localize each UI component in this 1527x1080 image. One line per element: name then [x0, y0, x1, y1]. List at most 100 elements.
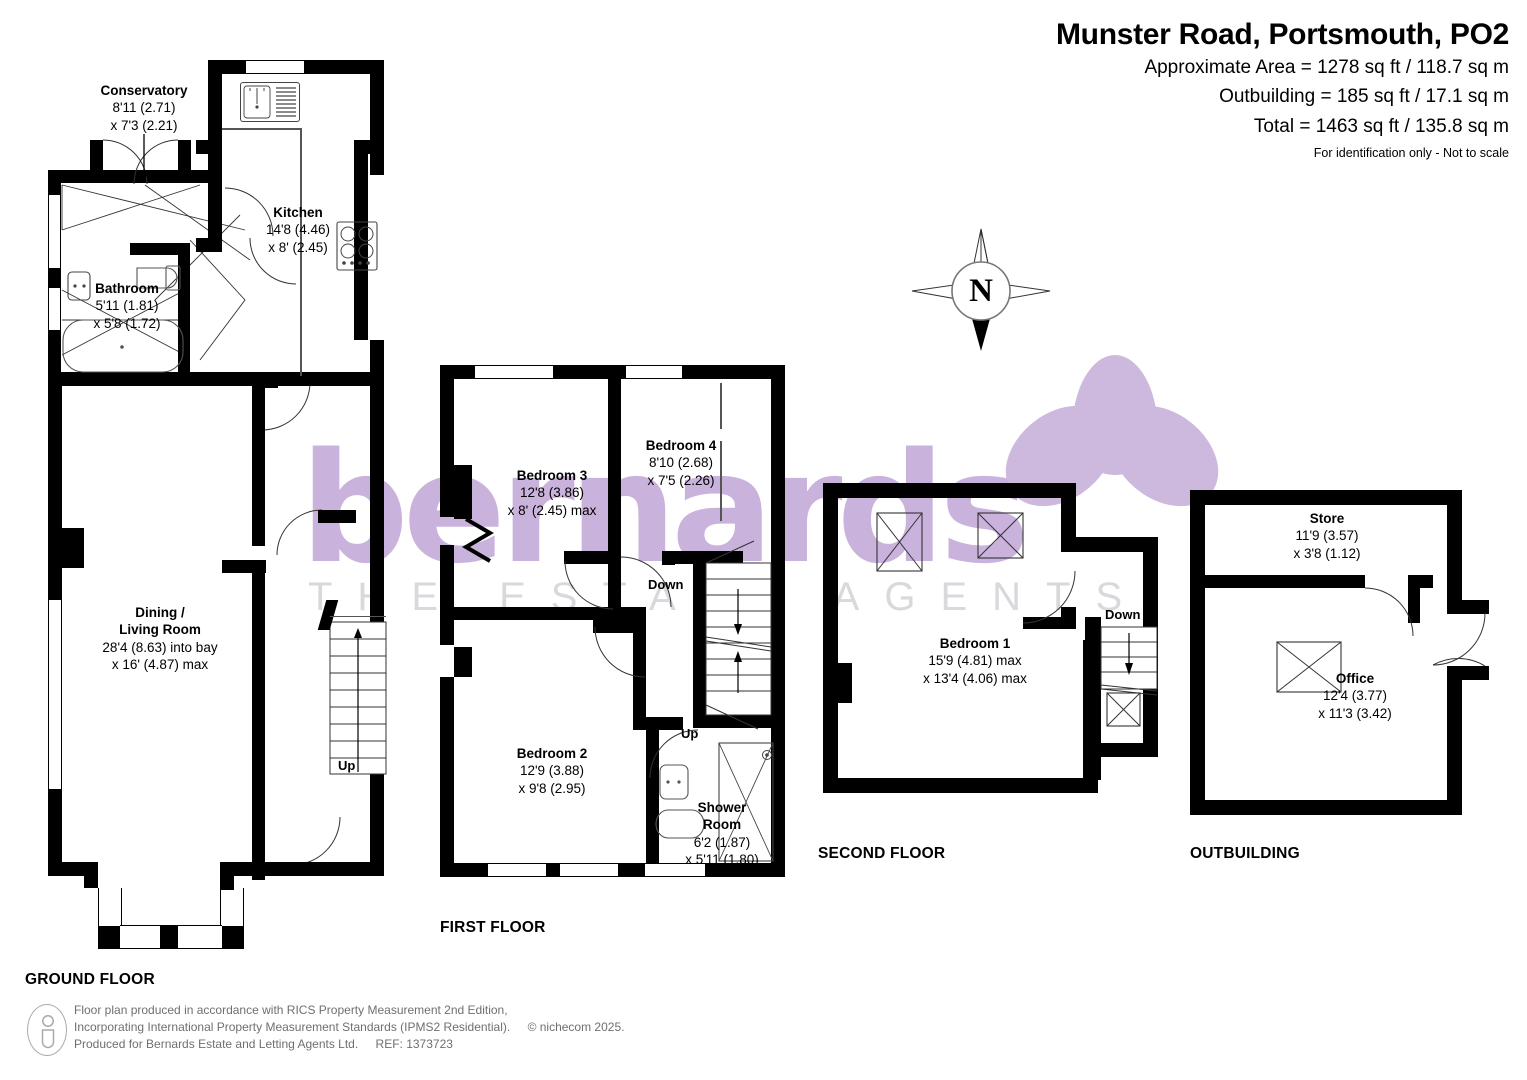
wall	[370, 340, 384, 386]
stairs-up-label: Up	[338, 758, 356, 773]
wall	[823, 778, 1098, 793]
stairs-down-label: Down	[648, 577, 684, 592]
room-dim-1: 11'9 (3.57)	[1295, 528, 1359, 544]
window	[48, 663, 62, 726]
room-name: Store	[1309, 511, 1345, 526]
wall	[318, 862, 384, 876]
wall	[454, 607, 646, 620]
wall	[130, 243, 186, 255]
window	[48, 195, 61, 231]
stairs-icon	[329, 621, 387, 775]
header: Munster Road, Portsmouth, PO2 Approximat…	[1056, 18, 1509, 160]
room-dim-1: 12'4 (3.77)	[1322, 688, 1388, 704]
window	[120, 925, 160, 949]
window	[48, 231, 61, 268]
wall	[62, 528, 84, 568]
footer-line-3-wrap: Produced for Bernards Estate and Letting…	[74, 1036, 624, 1053]
ground-floor-plan: Up Conservatory 8'11 (2.71) x 7'3 (2.21)…	[0, 0, 420, 990]
footer-line-2: Incorporating International Property Mea…	[74, 1020, 511, 1035]
wall	[48, 528, 62, 568]
wall	[1190, 490, 1205, 815]
window-line	[720, 441, 722, 521]
first-floor-plan: Down Up Bedroom 3 12'8 (3.86) x 8' (2.45…	[430, 355, 790, 915]
wall	[1475, 600, 1489, 614]
wall	[1190, 575, 1365, 588]
wall	[440, 677, 454, 877]
window	[48, 600, 62, 663]
footer: Floor plan produced in accordance with R…	[74, 1002, 624, 1053]
wall	[608, 365, 621, 555]
footer-line-3: Produced for Bernards Estate and Letting…	[74, 1037, 359, 1052]
stair-top-line	[330, 616, 386, 618]
kitchen-sink	[240, 82, 300, 122]
wall	[370, 60, 384, 175]
window	[220, 888, 244, 926]
room-dim-1: 12'9 (3.88)	[519, 763, 585, 779]
stairs-down-label: Down	[1105, 607, 1141, 622]
room-dim-2: x 5'11 (1.80)	[685, 851, 759, 867]
wall	[633, 620, 646, 730]
wall	[252, 386, 265, 546]
room-dim-1: 5'11 (1.81)	[95, 298, 159, 314]
room-label-bathroom: Bathroom 5'11 (1.81) x 5'8 (1.72)	[52, 280, 202, 332]
wall	[48, 372, 293, 386]
room-label-bedroom-3: Bedroom 3 12'8 (3.86) x 8' (2.45) max	[472, 467, 632, 519]
room-dim-2: x 7'3 (2.21)	[110, 117, 178, 133]
floor-label-ground: GROUND FLOOR	[25, 971, 155, 988]
window	[48, 726, 62, 789]
floor-label-outbuilding: OUTBUILDING	[1190, 845, 1300, 862]
room-dim-1: 8'10 (2.68)	[648, 455, 714, 471]
room-label-bedroom-1: Bedroom 1 15'9 (4.81) max x 13'4 (4.06) …	[865, 635, 1085, 687]
room-dim-2: x 9'8 (2.95)	[518, 780, 586, 796]
room-dim-1: 14'8 (4.46)	[265, 222, 331, 238]
room-name: Bedroom 1	[939, 636, 1011, 651]
wall	[222, 560, 266, 573]
total-area: Total = 1463 sq ft / 135.8 sq m	[1253, 115, 1509, 137]
room-label-bedroom-4: Bedroom 4 8'10 (2.68) x 7'5 (2.26)	[616, 437, 746, 489]
wall	[608, 551, 621, 613]
wall	[158, 925, 180, 949]
wall	[252, 560, 265, 880]
outbuilding-area: Outbuilding = 185 sq ft / 17.1 sq m	[1219, 86, 1509, 108]
room-dim-1: 12'8 (3.86)	[519, 485, 585, 501]
wall	[1143, 537, 1158, 752]
window	[98, 888, 122, 926]
room-name: Dining /	[135, 605, 185, 620]
room-label-conservatory: Conservatory 8'11 (2.71) x 7'3 (2.21)	[54, 82, 234, 134]
room-name-2: Living Room	[119, 622, 201, 638]
wall	[1190, 490, 1462, 505]
wall	[318, 510, 356, 523]
stairs-icon	[705, 540, 772, 730]
wall	[564, 551, 621, 564]
window	[178, 925, 222, 949]
wall	[823, 483, 1075, 498]
wall	[1190, 800, 1462, 815]
room-dim-2: x 16' (4.87) max	[111, 656, 209, 672]
stairs-up-label: Up	[681, 726, 699, 741]
room-dim-2: x 11'3 (3.42)	[1318, 705, 1392, 721]
footer-ref: REF: 1373723	[375, 1037, 453, 1052]
wall	[633, 717, 683, 730]
room-label-store: Store 11'9 (3.57) x 3'8 (1.12)	[1242, 510, 1412, 562]
room-name: Shower	[697, 800, 747, 815]
wall	[178, 140, 191, 183]
wall	[646, 727, 659, 863]
wall	[48, 372, 62, 532]
wall	[196, 238, 222, 252]
wall	[823, 483, 838, 793]
room-label-office: Office 12'4 (3.77) x 11'3 (3.42)	[1270, 670, 1440, 722]
page-title: Munster Road, Portsmouth, PO2	[1055, 18, 1509, 51]
wall	[1408, 575, 1433, 588]
room-dim-2: x 13'4 (4.06) max	[923, 670, 1027, 686]
room-dim-2: x 8' (2.45)	[268, 239, 328, 255]
scale-disclaimer: For identification only - Not to scale	[1313, 145, 1509, 160]
wall	[1083, 743, 1158, 757]
window	[560, 863, 618, 877]
wall	[90, 140, 103, 183]
window	[488, 863, 546, 877]
footer-line-2-wrap: Incorporating International Property Mea…	[74, 1019, 624, 1036]
wall	[693, 551, 706, 615]
footer-copyright: © nichecom 2025.	[527, 1020, 625, 1035]
room-name: Kitchen	[273, 205, 323, 220]
compass-north-label: N	[969, 273, 993, 309]
